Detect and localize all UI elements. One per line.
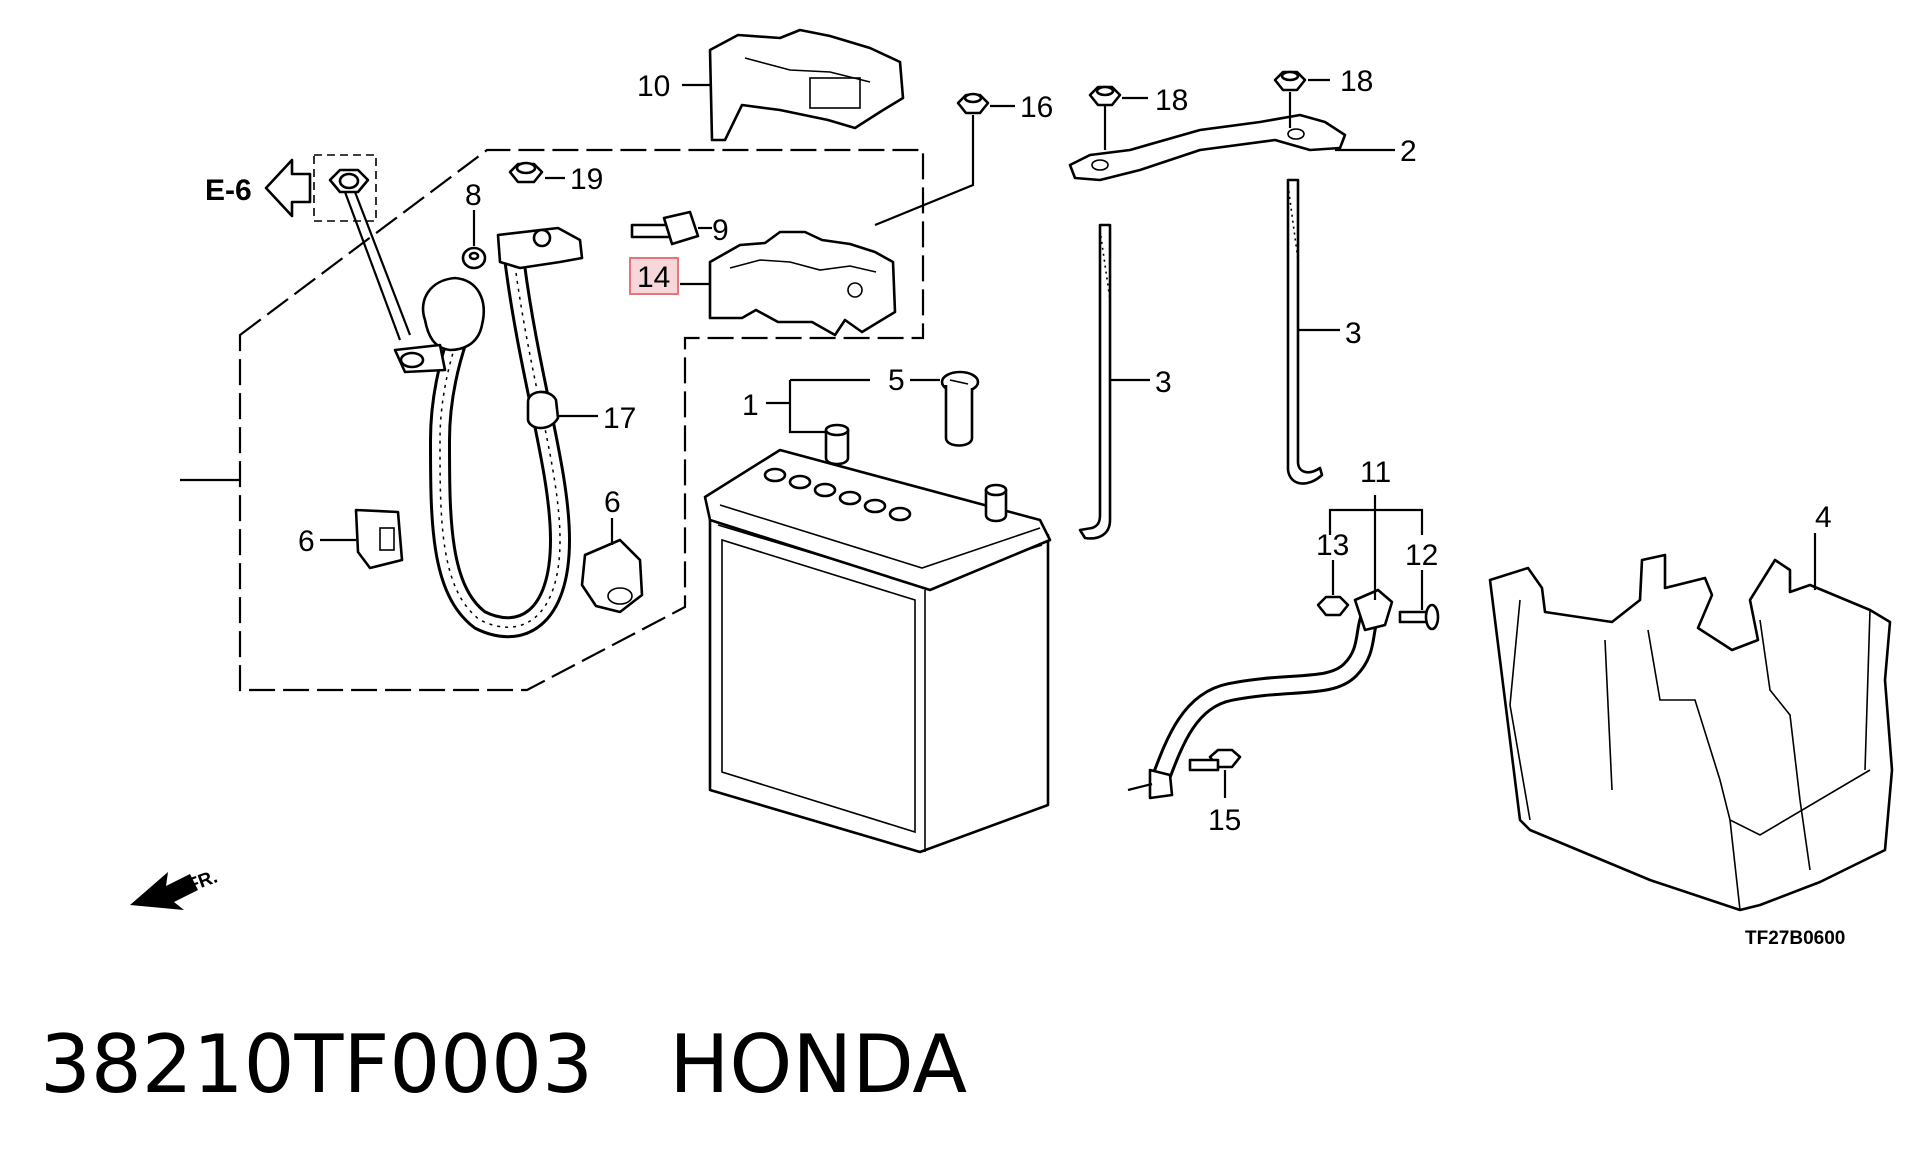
e6-ref-box xyxy=(313,154,377,222)
callout-4: 4 xyxy=(1815,501,1832,534)
callout-17: 17 xyxy=(603,402,636,435)
part-2-bracket xyxy=(1068,113,1347,182)
callout-18-left: 18 xyxy=(1155,84,1188,117)
section-ref-label: E-6 xyxy=(205,174,252,207)
callout-11: 11 xyxy=(1360,456,1391,489)
callout-8: 8 xyxy=(465,179,482,212)
callout-15: 15 xyxy=(1208,804,1241,837)
callout-1: 1 xyxy=(742,389,759,422)
part-11-ground-cable xyxy=(1127,588,1394,800)
drawing-code: TF27B0600 xyxy=(1745,928,1845,949)
part-4-battery-tray xyxy=(1488,553,1894,912)
part-12-bolt xyxy=(1398,603,1440,631)
callout-6-left: 6 xyxy=(298,525,315,558)
ring-terminal xyxy=(328,168,412,341)
callout-13: 13 xyxy=(1316,529,1349,562)
part-3-rod-right xyxy=(1286,178,1324,485)
callout-16: 16 xyxy=(1020,91,1053,124)
callout-3-right: 3 xyxy=(1345,317,1362,350)
part-6-clip-left xyxy=(354,508,404,570)
callout-2: 2 xyxy=(1400,135,1417,168)
part-1-battery xyxy=(703,423,1052,854)
callout-14-highlight xyxy=(629,257,679,295)
part-6-clip-right xyxy=(580,538,644,614)
front-label: FR. xyxy=(185,866,221,896)
part-3-rod-left xyxy=(1078,223,1112,540)
callout-19: 19 xyxy=(570,163,603,196)
part-15-bolt xyxy=(1188,748,1242,772)
assembly-boundary xyxy=(238,148,925,692)
part-18-nut-right xyxy=(1273,70,1307,92)
battery-terminal-negative xyxy=(984,483,1008,523)
part-17-clip xyxy=(526,390,560,430)
part-19-nut xyxy=(508,161,544,184)
part-8-nut xyxy=(461,246,487,270)
parts-diagram: E-6 19 8 9 14 xyxy=(130,28,1894,949)
part-5-vent-plug xyxy=(940,370,980,447)
footer-brand: HONDA xyxy=(669,1018,968,1111)
battery-cable xyxy=(393,226,584,639)
part-13-nut xyxy=(1316,595,1350,617)
part-10-fuse-cover xyxy=(708,28,905,142)
part-18-nut-left xyxy=(1088,85,1122,107)
callout-14: 14 xyxy=(637,261,670,294)
footer-part-number: 38210TF0003 xyxy=(40,1018,593,1111)
part-16-nut xyxy=(956,92,990,115)
callout-9: 9 xyxy=(712,214,729,247)
battery-terminal-positive xyxy=(824,423,850,466)
callout-18-right: 18 xyxy=(1340,65,1373,98)
part-14-fuse-box xyxy=(708,230,897,337)
e6-arrow-icon xyxy=(264,158,312,218)
footer-caption: 38210TF0003 HONDA xyxy=(40,1018,967,1111)
callout-5: 5 xyxy=(888,364,905,397)
callout-12: 12 xyxy=(1405,539,1438,572)
callout-10: 10 xyxy=(637,70,670,103)
callout-3-left: 3 xyxy=(1155,366,1172,399)
callout-6-right: 6 xyxy=(604,486,621,519)
part-9-bolt xyxy=(630,210,700,246)
front-arrow-icon xyxy=(130,872,198,910)
